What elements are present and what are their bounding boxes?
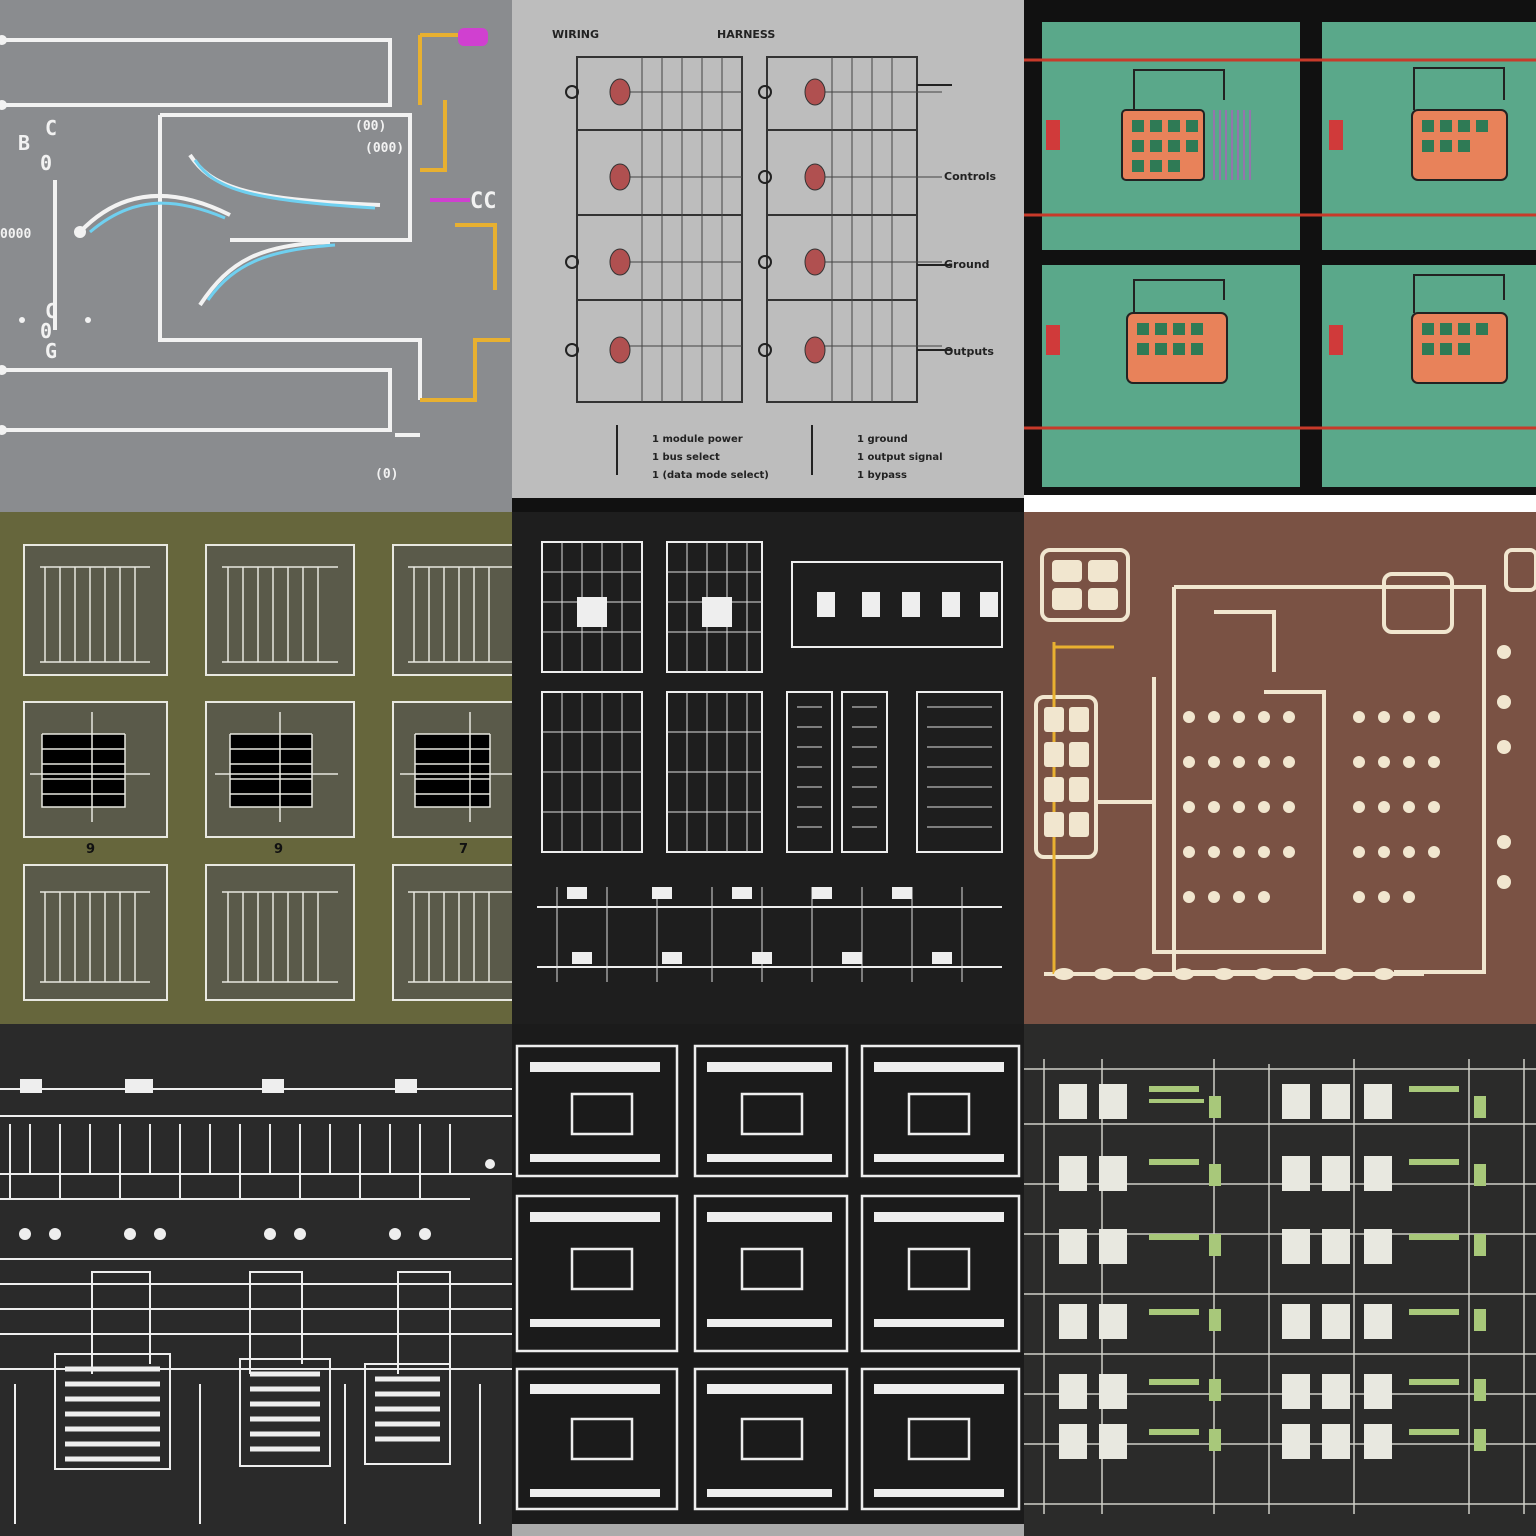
card-number-1: 9 xyxy=(86,842,95,857)
connector-magenta xyxy=(458,28,488,46)
label-b-top: B xyxy=(18,131,30,155)
bus-schematic-diagram xyxy=(0,1024,512,1536)
legend-6: 1 bypass xyxy=(857,470,907,481)
label-0-top: 0 xyxy=(40,151,52,175)
header-left: WIRING xyxy=(552,28,599,41)
label-cc: CC xyxy=(470,189,497,214)
circuit-grey-diagram: C 0 B (00) (000) CC 0000 C 0 G (0) xyxy=(0,0,512,512)
tile-dark-blueprint xyxy=(512,512,1024,1024)
legend-3: 1 (data mode select) xyxy=(652,470,769,481)
label-g: G xyxy=(45,339,57,363)
tile-circuit-grey: C 0 B (00) (000) CC 0000 C 0 G (0) xyxy=(0,0,512,512)
side-label-3: Outputs xyxy=(944,345,994,358)
module-grid-diagram xyxy=(1024,1024,1536,1536)
side-label-1: Controls xyxy=(944,170,996,183)
tile-module-grid xyxy=(1024,1024,1536,1536)
label-0-bottom: 0 xyxy=(40,319,52,343)
label-c-bottom: C xyxy=(45,299,57,323)
label-0-paren: (0) xyxy=(375,467,398,482)
tile-brown-circuit xyxy=(1024,512,1536,1024)
green-panels-diagram xyxy=(1024,0,1536,512)
tile-wiring-harness: WIRING HARNESS Controls Ground Outputs 1… xyxy=(512,0,1024,512)
legend-4: 1 ground xyxy=(857,434,908,445)
header-right: HARNESS xyxy=(717,28,775,41)
side-label-2: Ground xyxy=(944,258,990,271)
legend-1: 1 module power xyxy=(652,434,743,445)
legend-2: 1 bus select xyxy=(652,452,720,463)
wiring-harness-diagram: WIRING HARNESS Controls Ground Outputs 1… xyxy=(512,0,1024,512)
label-c-top: C xyxy=(45,116,57,140)
tile-bus-schematic xyxy=(0,1024,512,1536)
card-number-3: 7 xyxy=(459,842,468,857)
label-00: (00) xyxy=(355,119,386,134)
tile-board-grid xyxy=(512,1024,1024,1536)
label-000: (000) xyxy=(365,141,404,156)
brown-circuit-diagram xyxy=(1024,512,1536,1024)
tile-olive-cards: 9 9 7 xyxy=(0,512,512,1024)
tile-green-panels xyxy=(1024,0,1536,512)
olive-cards-diagram: 9 9 7 xyxy=(0,512,512,1024)
card-number-2: 9 xyxy=(274,842,283,857)
dark-blueprint-diagram xyxy=(512,512,1024,1024)
label-0000: 0000 xyxy=(0,227,31,242)
board-grid-diagram xyxy=(512,1024,1024,1536)
legend-5: 1 output signal xyxy=(857,452,943,463)
